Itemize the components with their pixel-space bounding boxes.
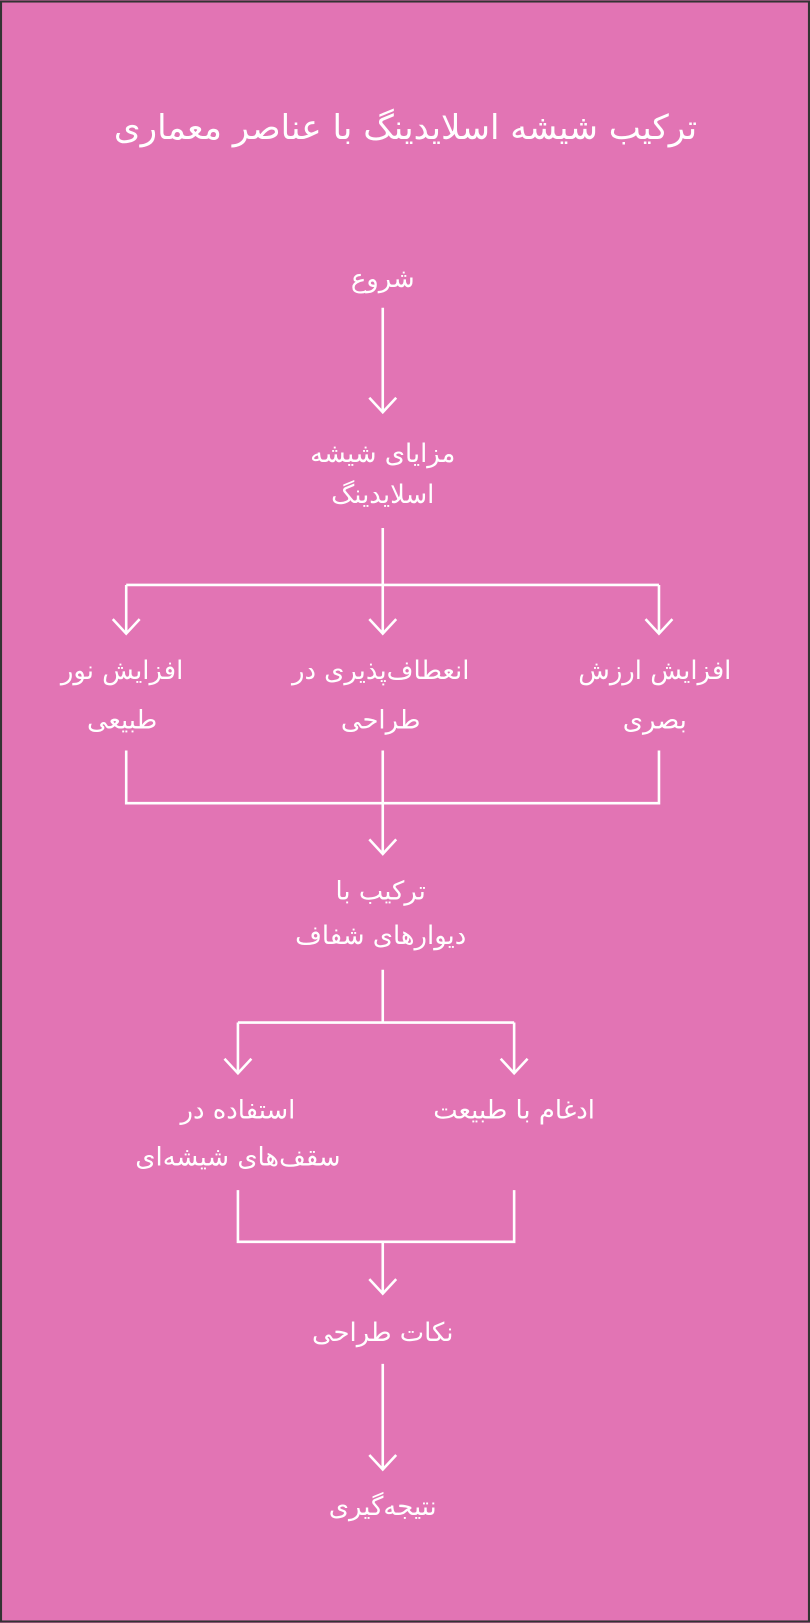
split-connector-1 bbox=[111, 528, 674, 636]
arrow-tips-conclusion bbox=[368, 1363, 398, 1472]
node-natural-light: افزایش نور طبیعی bbox=[59, 656, 183, 736]
node-visual-value-line1: افزایش ارزش bbox=[578, 656, 731, 686]
node-nature: ادغام با طبیعت bbox=[433, 1096, 595, 1126]
merge-connector-2 bbox=[236, 1190, 516, 1296]
node-benefits: مزایای شیشه اسلایدینگ bbox=[310, 439, 455, 510]
node-design-tips: نکات طراحی bbox=[312, 1318, 453, 1348]
node-conclusion: نتیجه‌گیری bbox=[329, 1491, 437, 1522]
node-glass-ceilings-line2: سقف‌های شیشه‌ای bbox=[135, 1142, 340, 1172]
diagram-title: ترکیب شیشه اسلایدینگ با عناصر معماری bbox=[114, 108, 697, 148]
node-flexibility-line2: طراحی bbox=[341, 706, 421, 736]
node-flexibility-line1: انعطاف‌پذیری در bbox=[290, 656, 469, 686]
node-natural-light-line1: افزایش نور bbox=[59, 656, 183, 686]
node-transparent-walls-line2: دیوارهای شفاف bbox=[295, 921, 466, 951]
node-start: شروع bbox=[351, 264, 415, 294]
merge-connector-1 bbox=[124, 750, 661, 856]
node-natural-light-line2: طبیعی bbox=[87, 706, 157, 736]
node-glass-ceilings: استفاده در سقف‌های شیشه‌ای bbox=[135, 1096, 340, 1173]
split-connector-2 bbox=[223, 969, 529, 1076]
node-benefits-line2: اسلایدینگ bbox=[331, 479, 434, 510]
arrow-start-benefits bbox=[368, 307, 398, 415]
node-transparent-walls-line1: ترکیب با bbox=[336, 876, 426, 906]
node-benefits-line1: مزایای شیشه bbox=[310, 439, 455, 469]
node-transparent-walls: ترکیب با دیوارهای شفاف bbox=[295, 876, 466, 950]
node-visual-value-line2: بصری bbox=[623, 706, 687, 736]
node-flexibility: انعطاف‌پذیری در طراحی bbox=[290, 656, 469, 736]
node-glass-ceilings-line1: استفاده در bbox=[178, 1096, 295, 1126]
node-visual-value: افزایش ارزش بصری bbox=[578, 656, 731, 736]
